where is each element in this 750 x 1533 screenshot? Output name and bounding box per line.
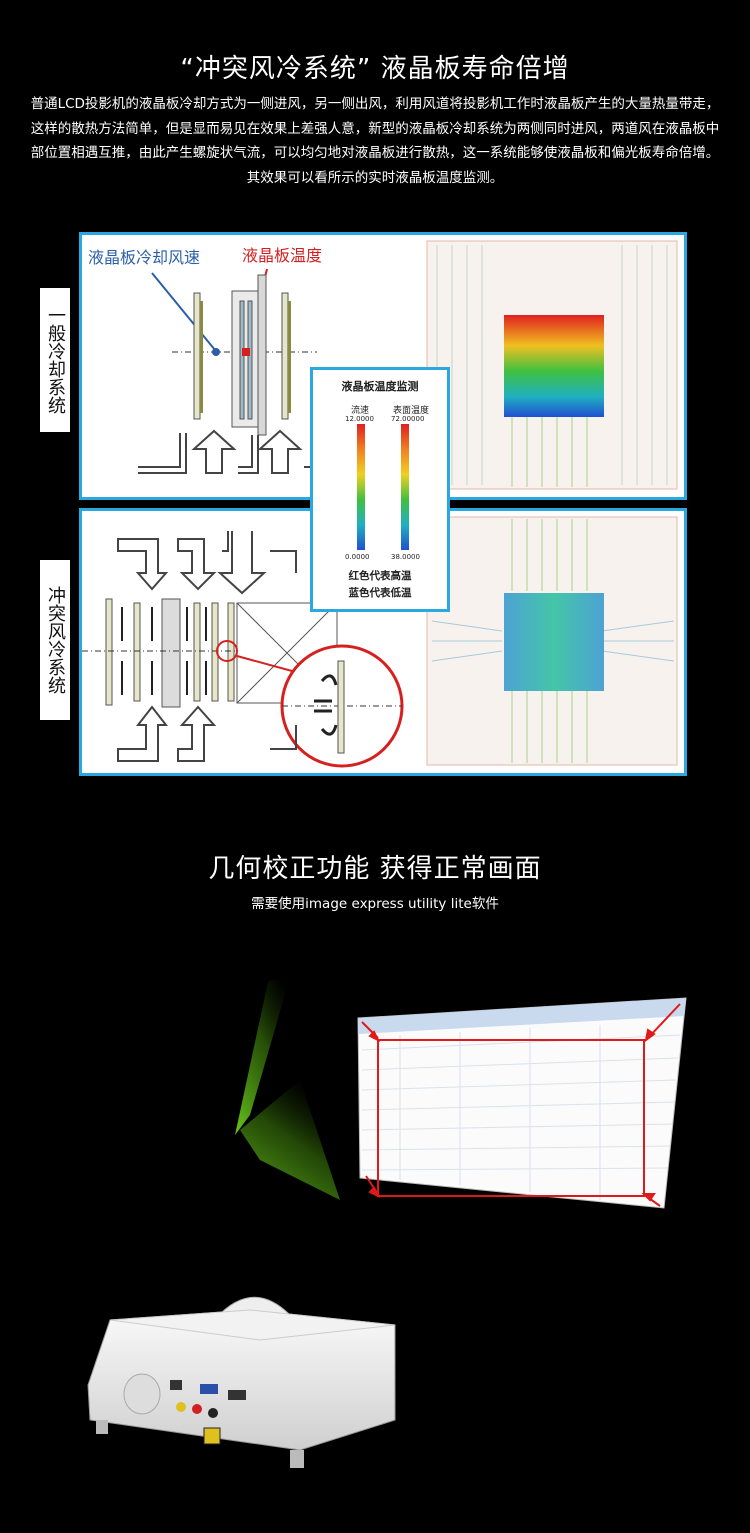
legend-temperature-monitor: 液晶板温度监测 流速 表面温度 12.0000 72.00000 0.0000 … bbox=[310, 367, 450, 612]
callout-temp: 液晶板温度 bbox=[242, 246, 322, 265]
correction-frame bbox=[377, 1039, 645, 1197]
legend-flow-label: 流速 bbox=[351, 406, 370, 416]
legend-flow-bar bbox=[357, 424, 365, 550]
legend-surface-min: 38.0000 bbox=[391, 553, 420, 561]
legend-blue-note: 蓝色代表低温 bbox=[348, 587, 412, 599]
callout-speed: 液晶板冷却风速 bbox=[88, 248, 200, 267]
legend-red-note: 红色代表高温 bbox=[348, 570, 412, 582]
label-conflict-cooling: 冲突风冷系统 bbox=[40, 560, 70, 720]
geometry-correction-illustration bbox=[87, 980, 687, 1468]
cooling-description: 普通LCD投影机的液晶板冷却方式为一侧进风，另一侧出风，利用风道将投影机工作时液… bbox=[30, 96, 720, 186]
legend-surface-label: 表面温度 bbox=[393, 406, 430, 416]
legend-title: 液晶板温度监测 bbox=[341, 380, 419, 393]
legend-surface-bar bbox=[401, 424, 409, 550]
temp-map-general bbox=[504, 315, 604, 417]
general-cooling-diagram: 液晶板冷却风速 液晶板温度 bbox=[88, 240, 678, 490]
section-subtitle-software: 需要使用image express utility lite软件 bbox=[251, 896, 499, 912]
legend-flow-max: 12.0000 bbox=[345, 415, 374, 423]
conflict-cooling-diagram bbox=[82, 516, 678, 768]
label-general-cooling: 一般冷却系统 bbox=[40, 288, 70, 432]
section-title-geometry: 几何校正功能 获得正常画面 bbox=[208, 854, 542, 884]
section-title-cooling: “冲突风冷系统” 液晶板寿命倍增 bbox=[180, 54, 570, 84]
temp-map-conflict bbox=[504, 593, 604, 691]
legend-flow-min: 0.0000 bbox=[345, 553, 370, 561]
legend-surface-max: 72.00000 bbox=[391, 415, 425, 423]
projection-beam bbox=[235, 980, 290, 1135]
